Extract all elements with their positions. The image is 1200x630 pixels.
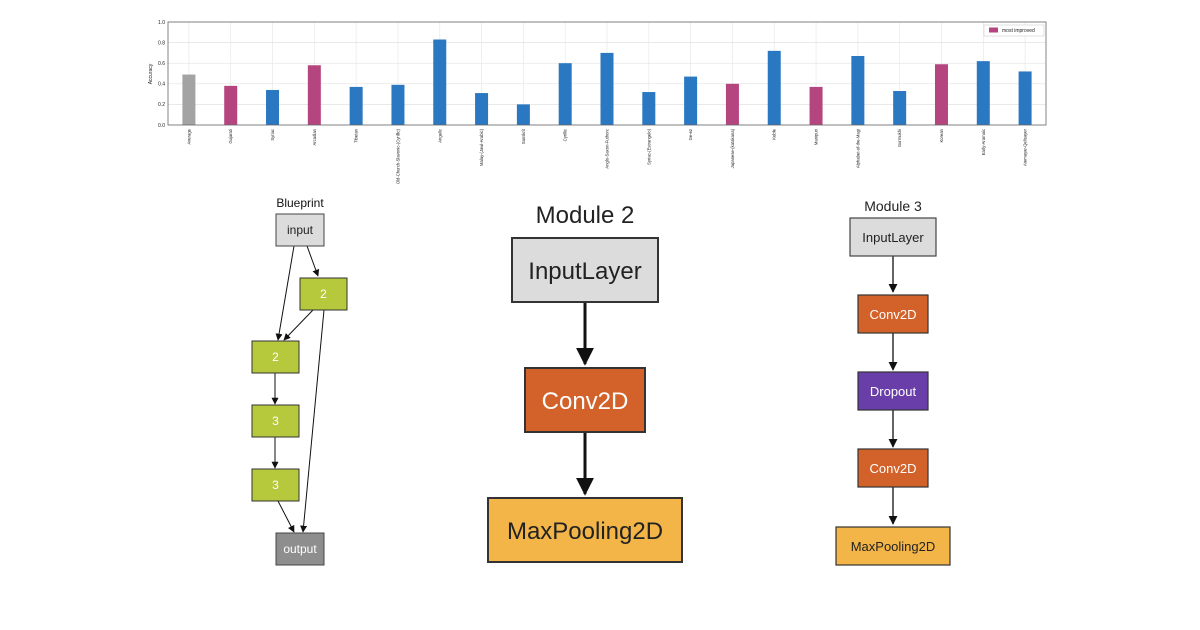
bar-average [182, 74, 196, 125]
bar-japanese-katakana [725, 83, 739, 125]
x-tick-label: Tibetan [354, 128, 359, 142]
y-axis-label: Accuracy [148, 63, 154, 84]
bar-gujarati [224, 85, 238, 125]
x-tick-label: Syriac-(Estrangelo) [646, 128, 651, 164]
x-tick-label: Cyrillic [563, 129, 568, 141]
bar-manipuri [809, 86, 823, 125]
bar-arcadian [307, 65, 321, 125]
x-tick-label: Sanskrit [521, 128, 526, 144]
chart-plot-frame [167, 21, 1047, 126]
blueprint-node-2-top: 2 [299, 277, 348, 311]
bar-alphabet-of-the-magi [851, 55, 865, 125]
x-tick-label: Syriac [270, 129, 275, 141]
bar-korean [934, 64, 948, 125]
chart-bars [182, 39, 1032, 126]
blueprint-node-input: input [275, 213, 325, 247]
bar-sanskrit [516, 104, 530, 125]
bar-ge-ez [684, 76, 698, 125]
bar-early-aramaic [976, 61, 990, 125]
x-tick-label: Old-Church-Slavonic-(Cyrillic) [395, 128, 400, 184]
edge-input-to-n2a [306, 245, 320, 277]
y-tick-label: 0.2 [158, 102, 165, 108]
bar-keble [767, 50, 781, 126]
module-3-node-maxpooling2d: MaxPooling2D [835, 526, 951, 566]
svg-text:Dropout: Dropout [870, 384, 917, 399]
module-3-node-dropout: Dropout [857, 371, 929, 411]
legend-swatch-most-improved [989, 27, 998, 33]
svg-text:Conv2D: Conv2D [542, 388, 629, 415]
y-tick-label: 1.0 [158, 20, 165, 26]
edge-n2a-to-output [300, 309, 325, 533]
x-tick-label: Early-Aramaic [981, 129, 986, 155]
module-3-node-inputlayer: InputLayer [849, 217, 937, 257]
accuracy-bar-chart: Average Gujarati Syriac Arcadian Tibetan Old-… [148, 20, 1047, 184]
svg-text:MaxPooling2D: MaxPooling2D [851, 539, 936, 554]
bar-anglo-saxon-futhorc [600, 52, 614, 125]
bar-malay-jawi-arabic [475, 93, 489, 125]
blueprint-node-2: 2 [251, 340, 300, 374]
svg-text:3: 3 [272, 478, 279, 492]
module-2-node-maxpooling2d: MaxPooling2D [487, 497, 683, 563]
bar-syriac [266, 89, 280, 125]
x-tick-label: Anglo-Saxon-Futhorc [605, 129, 610, 169]
y-tick-label: 0.8 [158, 40, 165, 46]
module-3-title: Module 3 [864, 198, 922, 214]
svg-text:MaxPooling2D: MaxPooling2D [507, 518, 663, 545]
blueprint-node-3-second: 3 [251, 468, 300, 502]
edge-input-to-n2b [275, 245, 295, 341]
svg-text:2: 2 [272, 350, 279, 364]
x-tick-label: Manipuri [814, 129, 819, 145]
chart-y-tick-labels: 0.0 0.2 0.4 0.6 0.8 1.0 [158, 20, 165, 129]
module-2-node-conv2d: Conv2D [524, 367, 646, 433]
y-tick-label: 0.0 [158, 123, 165, 129]
blueprint-node-3-first: 3 [251, 404, 300, 438]
x-tick-label: Malay-(Jawi-Arabic) [479, 128, 484, 166]
x-tick-label: Average [186, 128, 191, 144]
chart-x-tick-labels: Average Gujarati Syriac Arcadian Tibetan Old-… [186, 128, 1027, 184]
x-tick-label: Keble [772, 128, 777, 139]
svg-text:2: 2 [320, 287, 327, 301]
x-tick-label: Arcadian [312, 128, 317, 145]
module-3-node-conv2d-second: Conv2D [857, 448, 929, 488]
svg-text:Conv2D: Conv2D [870, 307, 917, 322]
blueprint-diagram: Blueprint input 2 2 3 3 [251, 196, 348, 566]
module-2-node-inputlayer: InputLayer [511, 237, 659, 303]
bar-syriac-estrangelo [642, 92, 656, 125]
chart-legend: most improved [983, 24, 1045, 37]
svg-text:input: input [287, 223, 314, 237]
module-3-node-conv2d-first: Conv2D [857, 294, 929, 334]
y-tick-label: 0.6 [158, 61, 165, 67]
bar-atemayar-qelisayer [1018, 71, 1032, 125]
blueprint-title: Blueprint [276, 196, 324, 210]
bar-gurmukhi [893, 91, 907, 125]
svg-text:InputLayer: InputLayer [862, 230, 924, 245]
module-3-diagram: Module 3 InputLayer Conv2D Dropout Conv2… [835, 198, 951, 566]
legend-label-most-improved: most improved [1002, 28, 1035, 34]
x-tick-label: Gujarati [228, 129, 233, 144]
svg-text:Conv2D: Conv2D [870, 461, 917, 476]
edge-n2a-to-n2b [283, 309, 314, 341]
bar-old-church-slavonic-cyrillic [391, 84, 405, 125]
blueprint-node-output: output [275, 532, 325, 566]
edge-n3b-to-output [277, 500, 295, 533]
x-tick-label: Atemayar-Qelisayer [1023, 128, 1028, 166]
y-tick-label: 0.4 [158, 82, 165, 88]
module-2-title: Module 2 [536, 202, 635, 229]
bar-cyrillic [558, 63, 572, 125]
module-2-diagram: Module 2 InputLayer Conv2D MaxPooling2D [487, 202, 683, 563]
x-tick-label: Gurmukhi [897, 129, 902, 147]
x-tick-label: Korean [939, 128, 944, 142]
svg-text:InputLayer: InputLayer [528, 258, 641, 285]
x-tick-label: Japanese-(katakana) [730, 128, 735, 168]
svg-text:3: 3 [272, 414, 279, 428]
svg-text:output: output [283, 542, 317, 556]
bar-tibetan [349, 86, 363, 125]
x-tick-label: Ge-ez [688, 129, 693, 140]
x-tick-label: Angelic [437, 129, 442, 143]
x-tick-label: Alphabet-of-the-Magi [855, 129, 860, 168]
bar-angelic [433, 39, 447, 126]
